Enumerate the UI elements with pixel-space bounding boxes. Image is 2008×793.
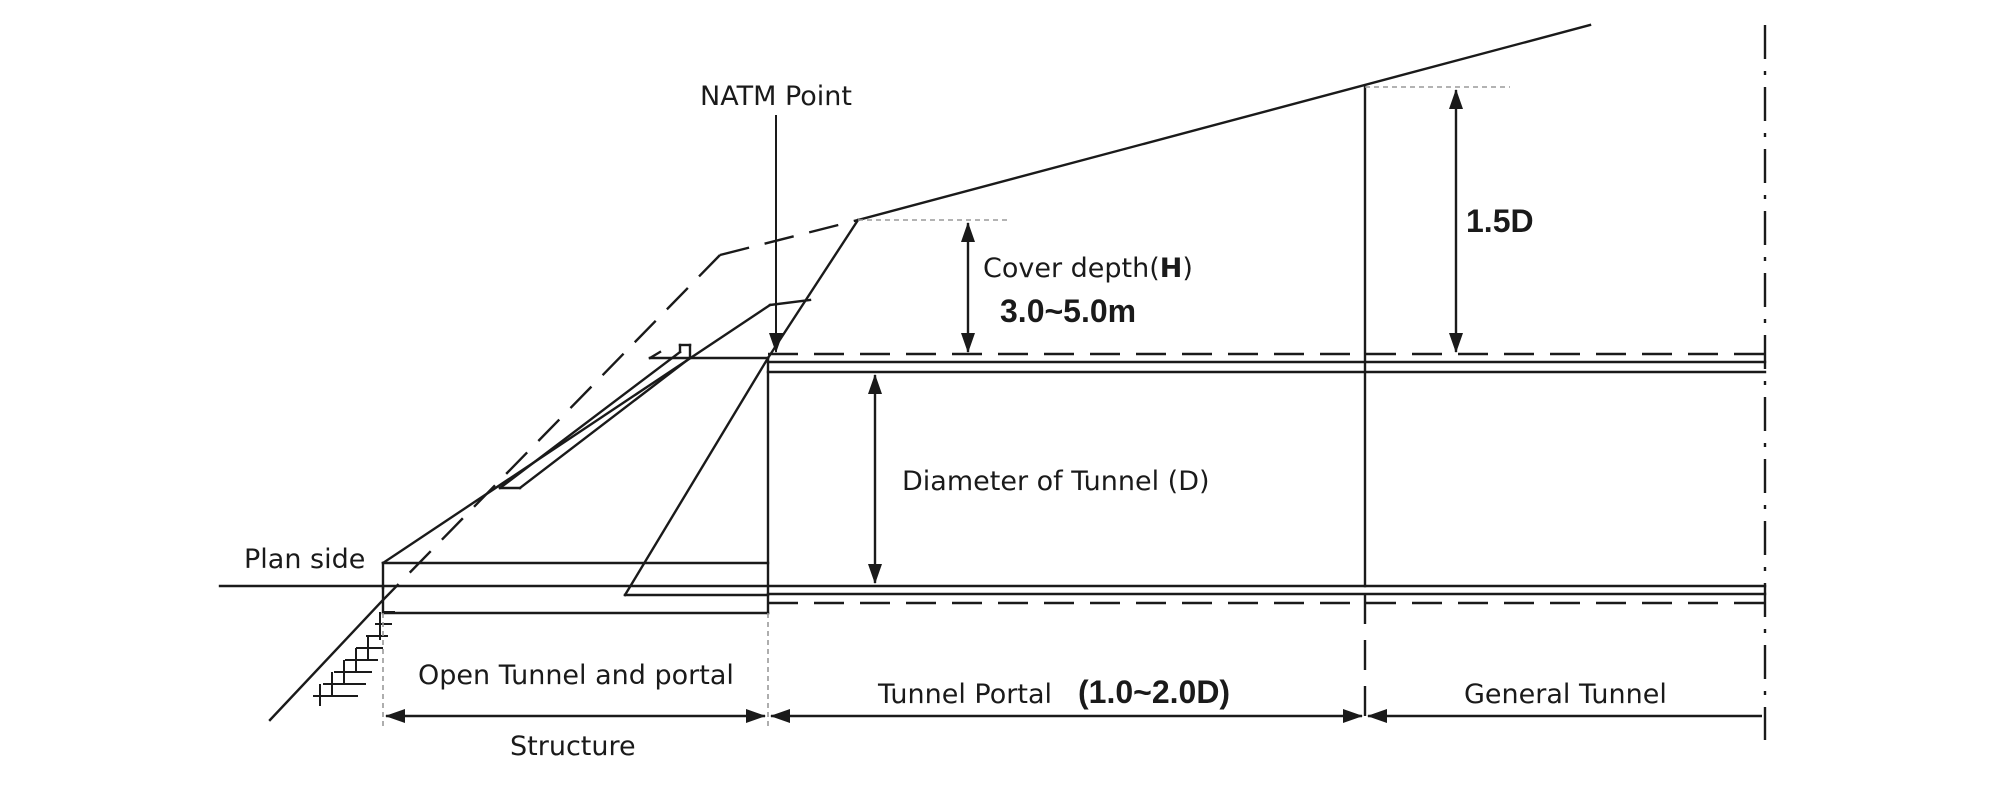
natm-point-label: NATM Point (700, 81, 852, 112)
portal-structure (381, 218, 860, 615)
tunnel-lines (218, 352, 1767, 605)
tunnel-portal-range-label: (1.0~2.0D) (1078, 674, 1230, 710)
tunnel-portal-label: Tunnel Portal (877, 679, 1052, 710)
general-tunnel-label: General Tunnel (1464, 679, 1667, 710)
cover-depth-range-label: 3.0~5.0m (1000, 293, 1136, 329)
plan-side-label: Plan side (244, 544, 365, 575)
open-tunnel-label: Open Tunnel and portal (418, 660, 734, 691)
boundary-lines (382, 25, 1767, 740)
ground-surface (268, 23, 1592, 722)
cover-depth-label: Cover depth(H) (983, 253, 1193, 284)
ground-hatching (313, 611, 395, 706)
structure-label: Structure (510, 731, 636, 762)
one-five-d-label: 1.5D (1466, 203, 1534, 239)
diameter-label: Diameter of Tunnel (D) (902, 466, 1210, 497)
